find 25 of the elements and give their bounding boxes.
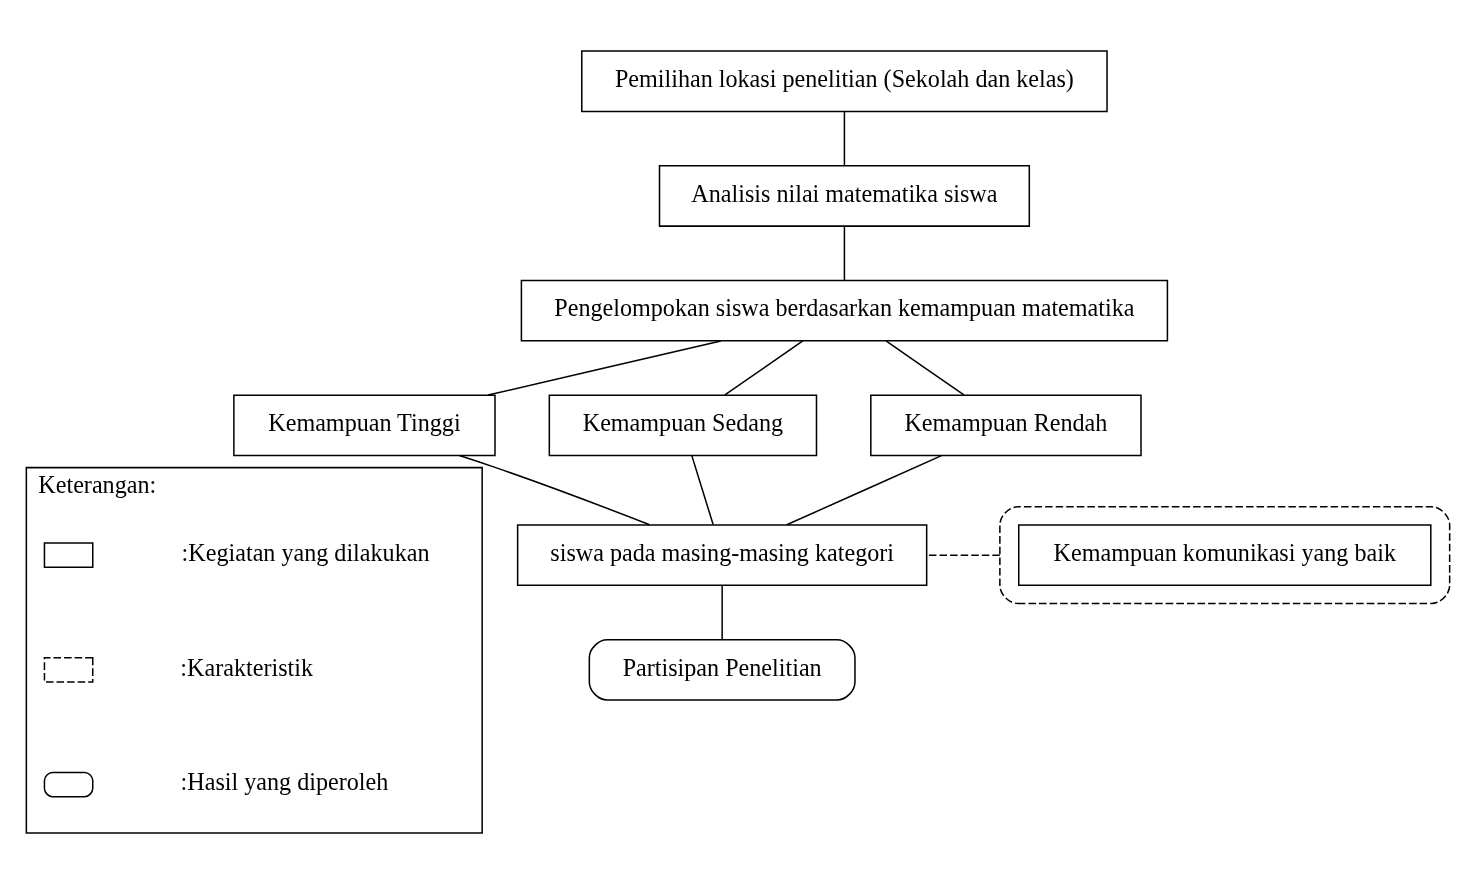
connector [885,339,965,396]
node-box: Pemilihan lokasi penelitian (Sekolah dan kelas) [581,49,1108,112]
cluster [999,505,1451,604]
connector [843,110,846,166]
node-box: Kemampuan Tinggi [233,393,496,456]
node-box: Kemampuan Sedang [548,393,818,456]
node-box: Partisipan Penelitian [588,638,856,701]
node-box: Kemampuan Rendah [870,393,1142,456]
legend-label: :Kegiatan yang dilakukan [181,538,430,566]
connector [843,224,846,281]
connector [691,454,714,525]
node-box: Analisis nilai matematika siswa [658,164,1031,227]
node-box [43,541,94,568]
node-box [43,771,94,797]
legend-label: :Hasil yang diperoleh [180,767,389,795]
connector [721,584,723,640]
connector [786,454,943,526]
node-box: siswa pada masing-masing kategori [516,523,928,586]
connector [724,339,804,396]
connector [487,339,722,396]
legend-label: :Karakteristik [180,653,314,681]
node-box [43,656,94,683]
connector [926,553,1001,556]
node-box: Kemampuan komunikasi yang baik [1018,523,1432,586]
node-box: Pengelompokan siswa berdasarkan kemampuan matematika [520,279,1169,342]
